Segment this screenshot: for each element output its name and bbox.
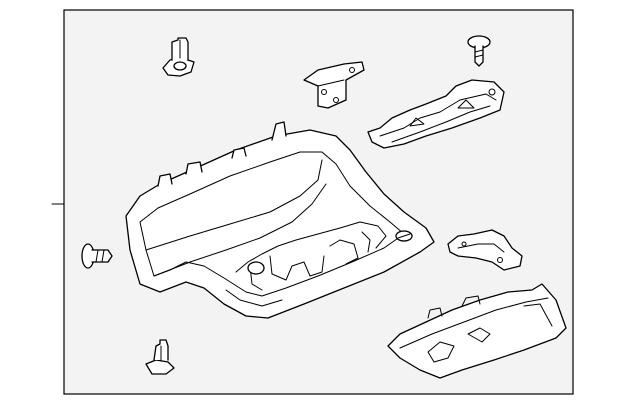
screw-top-right[interactable] xyxy=(467,35,491,67)
mounting-bracket[interactable] xyxy=(303,61,365,109)
push-pin-clip-top-left[interactable] xyxy=(162,37,195,77)
end-trim-cover-lower-right[interactable] xyxy=(387,283,567,379)
overhead-console-housing[interactable] xyxy=(125,121,435,319)
side-trim-bracket-upper-right[interactable] xyxy=(367,79,505,149)
screw-left[interactable] xyxy=(81,243,113,269)
small-bracket-right[interactable] xyxy=(447,229,523,271)
push-pin-clip-bottom[interactable] xyxy=(145,339,175,375)
